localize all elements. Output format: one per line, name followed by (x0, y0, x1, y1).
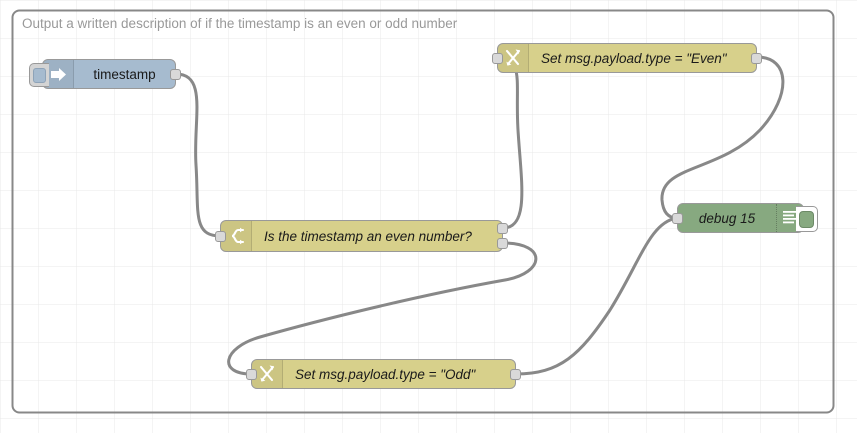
change-odd-input-port[interactable] (246, 369, 257, 380)
switch-output-port-2[interactable] (497, 238, 508, 249)
change-even-output-port[interactable] (751, 53, 762, 64)
wire-switch-out1-to-change-even[interactable] (495, 56, 524, 230)
wire-change-odd-to-debug[interactable] (514, 216, 679, 376)
switch-branch-icon (221, 221, 252, 251)
debug-node-15[interactable]: debug 15 (672, 203, 818, 233)
debug-button-inner (799, 210, 814, 228)
switch-node-label: Is the timestamp an even number? (264, 228, 472, 244)
change-swap-icon (252, 360, 283, 388)
inject-output-port[interactable] (170, 69, 181, 80)
inject-node-label: timestamp (93, 66, 156, 82)
inject-trigger-button[interactable] (29, 63, 49, 87)
debug-input-port[interactable] (672, 213, 683, 224)
debug-node-label: debug 15 (698, 210, 756, 226)
inject-button-inner (33, 67, 46, 83)
wire-switch-out2-to-change-odd[interactable] (227, 241, 538, 376)
change-node-set-even[interactable]: Set msg.payload.type = "Even" (492, 43, 762, 73)
debug-toggle-button[interactable] (796, 206, 818, 232)
switch-output-port-1[interactable] (497, 223, 508, 234)
wire-change-even-to-debug[interactable] (660, 55, 785, 220)
change-even-input-port[interactable] (492, 53, 503, 64)
inject-node-timestamp[interactable]: timestamp (29, 59, 181, 89)
group-title-label: Output a written description of if the t… (22, 16, 458, 31)
switch-node-even-check[interactable]: Is the timestamp an even number? (215, 220, 508, 252)
change-odd-node-label: Set msg.payload.type = "Odd" (295, 366, 476, 382)
wire-inject-to-switch[interactable] (174, 72, 222, 238)
change-odd-output-port[interactable] (510, 369, 521, 380)
debug-lines-icon (776, 204, 803, 232)
change-swap-icon (498, 44, 529, 72)
change-even-node-label: Set msg.payload.type = "Even" (541, 50, 727, 66)
group-border[interactable] (11, 9, 835, 414)
switch-input-port[interactable] (215, 231, 226, 242)
change-node-set-odd[interactable]: Set msg.payload.type = "Odd" (246, 359, 521, 389)
